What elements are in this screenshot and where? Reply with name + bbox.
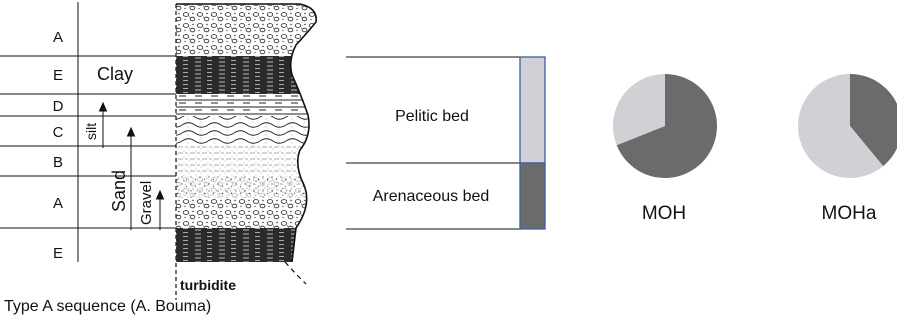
division-letter: A (53, 195, 63, 212)
figure-caption: Type A sequence (A. Bouma) (4, 297, 211, 317)
arenaceous-bed-swatch (520, 163, 545, 229)
pelitic-bed-label: Pelitic bed (395, 108, 469, 125)
pelitic-bed-swatch (520, 57, 545, 163)
division-letter: C (53, 124, 64, 141)
column-tail-dashes (285, 262, 306, 284)
division-a-sand-overlay (176, 176, 326, 198)
division-letter: D (53, 98, 64, 115)
division-c-ripple (176, 116, 326, 146)
stratigraphic-column (176, 4, 326, 262)
division-e-lower-clay (176, 228, 326, 262)
bed-scheme: Pelitic bed Arenaceous bed (346, 57, 545, 229)
clay-label: Clay (97, 64, 133, 84)
division-letter: B (53, 154, 63, 171)
division-d-silt (176, 94, 326, 116)
sand-label: Sand (109, 170, 129, 212)
gravel-label: Gravel (138, 181, 155, 225)
division-letter: E (53, 245, 63, 262)
silt-arrow (100, 103, 107, 148)
arenaceous-bed-label: Arenaceous bed (373, 188, 490, 205)
turbidite-label: turbidite (180, 277, 236, 293)
division-e-clay (176, 56, 326, 94)
division-b-plane (176, 146, 326, 176)
gravel-arrow (157, 191, 164, 230)
silt-label: silt (83, 123, 99, 140)
moh-pie-title: MOH (642, 203, 686, 224)
moh-pie-chart (613, 74, 717, 178)
moha-pie-title: MOHa (822, 203, 877, 224)
moha-pie-chart (798, 74, 897, 178)
division-letter: A (53, 29, 63, 46)
division-a-top-gravel (176, 4, 326, 56)
division-letter: E (53, 67, 63, 84)
